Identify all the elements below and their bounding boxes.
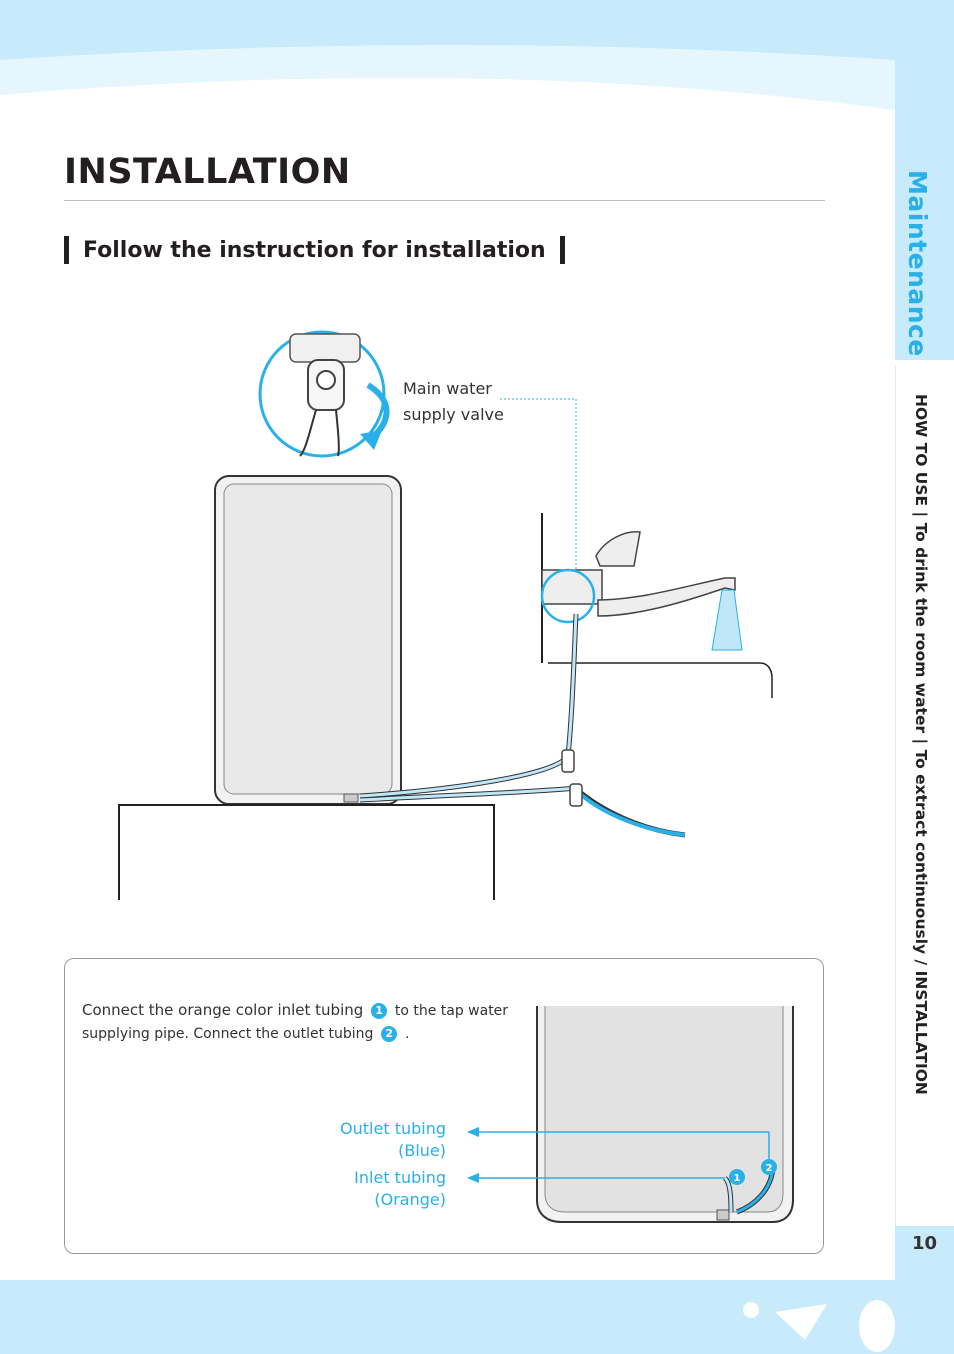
counter-table xyxy=(118,804,495,900)
callout-main-water-valve: Main water supply valve xyxy=(403,376,523,428)
subtitle-bar-left xyxy=(64,236,69,264)
badge-number-1: 1 xyxy=(371,1002,388,1019)
info-box xyxy=(64,958,824,1254)
marker-2-icon xyxy=(761,1159,777,1175)
marker-1-icon xyxy=(729,1169,745,1185)
title-divider xyxy=(64,200,825,201)
inlet-label-line-1: Inlet tubing xyxy=(354,1168,446,1187)
instruction-part-2: to the tap water supplying pipe. Connect… xyxy=(82,1003,509,1042)
outlet-label-line-2: (Blue) xyxy=(398,1141,446,1160)
water-drop-decoration-icon xyxy=(743,1300,895,1352)
marker-1-text: 1 xyxy=(734,1173,741,1184)
instruction-part-3: . xyxy=(405,1026,410,1042)
outlet-tubing-label: Outlet tubing (Blue) xyxy=(296,1118,446,1162)
inlet-label-line-2: (Orange) xyxy=(374,1190,446,1209)
section-tab-label: Maintenance xyxy=(903,170,932,357)
valve-zoom-circle xyxy=(258,330,390,458)
instruction-part-1: Connect the orange color inlet tubing xyxy=(82,1001,364,1019)
valve-leader-line xyxy=(500,398,577,570)
instruction-text: Connect the orange color inlet tubing 1 … xyxy=(82,999,522,1045)
inlet-tubing-label: Inlet tubing (Orange) xyxy=(296,1167,446,1211)
callout-line-2: supply valve xyxy=(403,405,504,424)
page-number: 10 xyxy=(895,1226,954,1280)
top-decorative-band xyxy=(0,0,954,110)
subtitle-bar-right xyxy=(559,236,565,264)
installation-diagram xyxy=(118,330,773,900)
page-title: INSTALLATION xyxy=(64,152,351,192)
callout-line-1: Main water xyxy=(403,379,492,398)
badge-number-2: 2 xyxy=(381,1025,398,1042)
breadcrumb-sidebar: HOW TO USE | To drink the room water | T… xyxy=(895,366,954,1226)
tubing-detail-diagram: 1 2 xyxy=(467,1006,794,1223)
section-tab-maintenance: Maintenance xyxy=(895,0,954,360)
purifier-unit xyxy=(214,475,402,805)
outlet-label-line-1: Outlet tubing xyxy=(340,1119,446,1138)
breadcrumb: HOW TO USE | To drink the room water | T… xyxy=(912,394,930,1095)
tubing xyxy=(359,613,686,838)
subtitle: Follow the instruction for installation xyxy=(83,237,546,263)
marker-2-text: 2 xyxy=(766,1163,773,1174)
subtitle-block: Follow the instruction for installation xyxy=(64,236,565,266)
faucet xyxy=(540,513,773,698)
